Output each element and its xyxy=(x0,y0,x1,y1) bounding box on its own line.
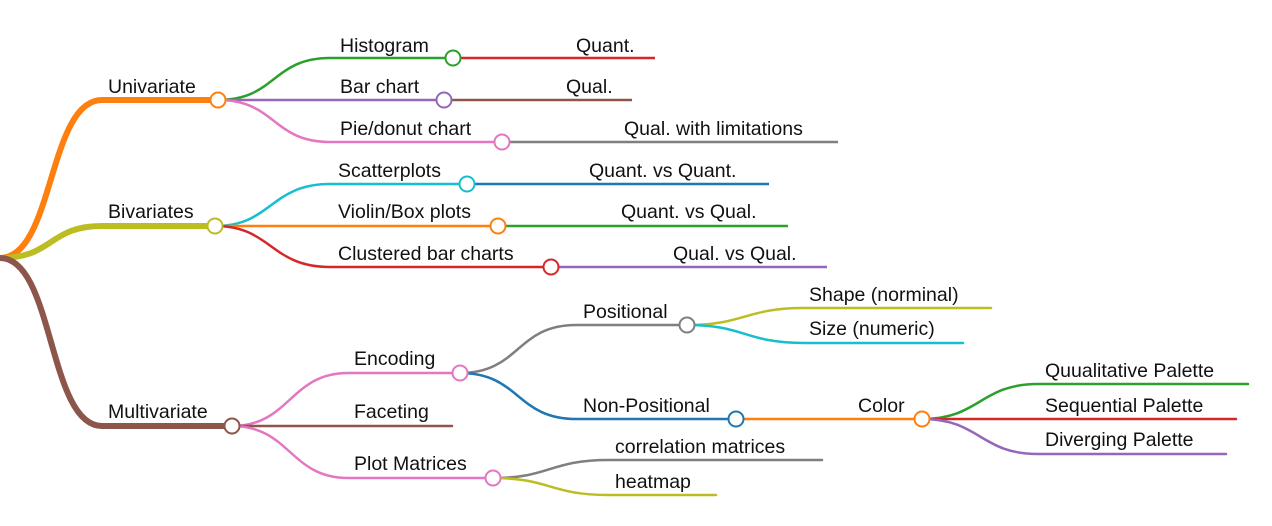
node-label-bar-chart: Bar chart xyxy=(340,76,420,98)
link-plot-matrices-heatmap xyxy=(491,476,718,497)
node-label-violin-box: Violin/Box plots xyxy=(338,201,471,223)
node-label-shape-nominal: Shape (norminal) xyxy=(809,284,959,306)
toggle-non-positional[interactable] xyxy=(727,410,745,428)
link-encoding-positional xyxy=(458,323,689,375)
link-color-diverging xyxy=(920,417,1228,456)
node-label-quant: Quant. xyxy=(576,35,635,57)
node-label-multivariate: Multivariate xyxy=(108,401,208,423)
link-root-univariate xyxy=(0,97,221,261)
toggle-univariate[interactable] xyxy=(209,91,227,109)
toggle-plot-matrices[interactable] xyxy=(484,469,502,487)
node-label-clustered-bar: Clustered bar charts xyxy=(338,243,514,265)
node-label-univariate: Univariate xyxy=(108,76,196,98)
toggle-color[interactable] xyxy=(913,410,931,428)
toggle-scatterplots[interactable] xyxy=(458,175,476,193)
toggle-violin-box[interactable] xyxy=(489,217,507,235)
node-label-pie-donut: Pie/donut chart xyxy=(340,118,472,140)
node-label-color: Color xyxy=(858,395,905,417)
link-multivariate-encoding xyxy=(230,371,462,428)
link-bivariates-clustered xyxy=(213,224,553,269)
node-label-scatterplots: Scatterplots xyxy=(338,160,441,182)
link-bivariates-scatterplots xyxy=(213,182,469,228)
node-label-size-numeric: Size (numeric) xyxy=(809,318,935,340)
link-univariate-pie xyxy=(216,98,504,144)
toggle-positional[interactable] xyxy=(678,316,696,334)
toggle-multivariate[interactable] xyxy=(223,417,241,435)
node-label-histogram: Histogram xyxy=(340,35,429,57)
node-label-quant-vs-qual: Quant. vs Qual. xyxy=(621,201,756,223)
toggle-encoding[interactable] xyxy=(451,364,469,382)
node-label-qual: Qual. xyxy=(566,76,613,98)
toggle-bar-chart[interactable] xyxy=(435,91,453,109)
node-label-quant-vs-quant: Quant. vs Quant. xyxy=(589,160,736,182)
node-label-correlation-matrices: correlation matrices xyxy=(615,436,785,458)
link-plot-matrices-correlation xyxy=(491,458,824,480)
node-label-qual-vs-qual: Qual. vs Qual. xyxy=(673,243,797,265)
link-root-multivariate xyxy=(0,255,235,429)
node-label-faceting: Faceting xyxy=(354,401,429,423)
toggle-histogram[interactable] xyxy=(444,49,462,67)
node-label-qualitative-palette: Quualitative Palette xyxy=(1045,360,1214,382)
link-positional-size xyxy=(685,323,965,345)
toggle-pie-donut[interactable] xyxy=(493,133,511,151)
link-positional-shape xyxy=(685,306,993,327)
toggle-clustered-bar[interactable] xyxy=(542,258,560,276)
link-root-bivariates xyxy=(0,223,218,261)
toggle-bivariates[interactable] xyxy=(206,217,224,235)
node-label-heatmap: heatmap xyxy=(615,471,691,493)
node-label-encoding: Encoding xyxy=(354,348,435,370)
node-label-non-positional: Non-Positional xyxy=(583,395,710,417)
node-label-bivariates: Bivariates xyxy=(108,201,194,223)
node-label-positional: Positional xyxy=(583,301,668,323)
node-label-sequential-palette: Sequential Palette xyxy=(1045,395,1203,417)
link-color-qualitative xyxy=(920,382,1250,421)
link-univariate-histogram xyxy=(216,56,455,102)
link-encoding-non-positional xyxy=(458,371,738,421)
node-label-diverging-palette: Diverging Palette xyxy=(1045,429,1194,451)
node-label-plot-matrices: Plot Matrices xyxy=(354,453,467,475)
link-multivariate-plot-matrices xyxy=(230,424,495,480)
node-label-qual-limitations: Qual. with limitations xyxy=(624,118,803,140)
